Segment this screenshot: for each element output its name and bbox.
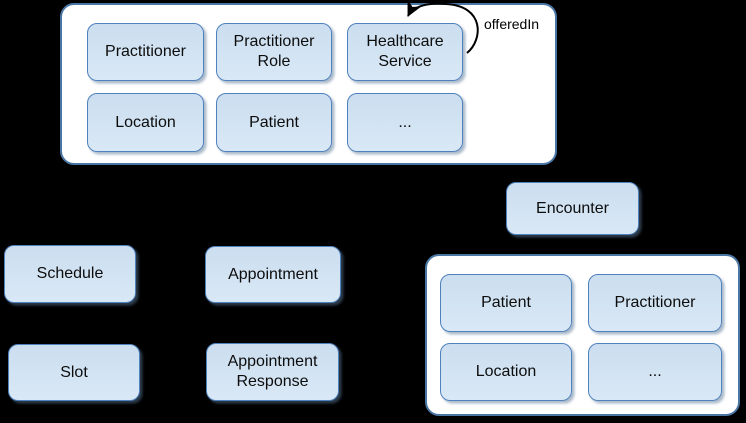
box-appointment: Appointment — [205, 246, 341, 303]
offeredin-self-loop-arrow-icon — [407, 0, 479, 54]
box-encounter-ellipsis: ... — [588, 343, 722, 401]
box-slot: Slot — [8, 344, 140, 401]
box-healthcare-service: Healthcare Service — [347, 23, 463, 81]
box-practitioner-role: Practitioner Role — [216, 23, 332, 81]
box-appointment-response: Appointment Response — [206, 343, 339, 401]
box-encounter-practitioner: Practitioner — [588, 274, 722, 332]
box-practitioner: Practitioner — [87, 23, 204, 81]
box-schedule: Schedule — [4, 245, 136, 303]
box-location: Location — [87, 93, 204, 152]
box-encounter-patient: Patient — [440, 274, 572, 332]
offeredin-label: offeredIn — [484, 16, 540, 32]
box-encounter-location: Location — [440, 343, 572, 401]
box-core-ellipsis: ... — [347, 93, 463, 152]
box-encounter: Encounter — [506, 182, 639, 235]
box-patient: Patient — [216, 93, 332, 152]
